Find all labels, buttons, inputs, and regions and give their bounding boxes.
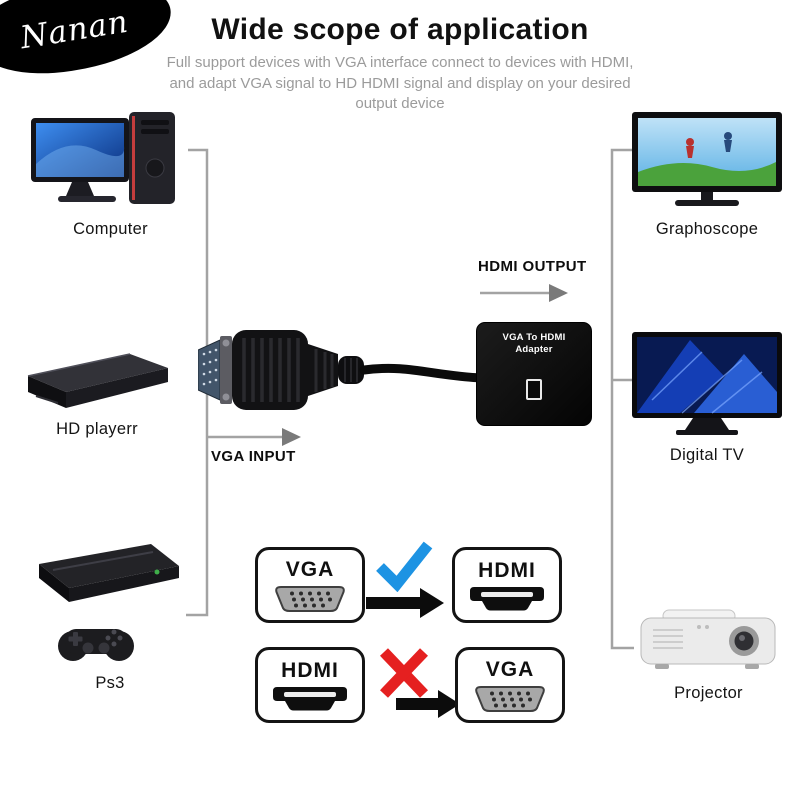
- device-label-digital-tv: Digital TV: [669, 446, 745, 464]
- adapter-label: VGA To HDMI Adapter: [502, 332, 566, 356]
- device-graphoscope: Graphoscope: [632, 112, 782, 239]
- device-digital-tv: Digital TV: [632, 332, 782, 465]
- badge-hdmi-source: HDMI: [255, 647, 365, 723]
- hd-player-illustration-icon: [27, 353, 168, 408]
- badge-vga-target: VGA: [455, 647, 565, 723]
- graphoscope-illustration-icon: [632, 112, 782, 206]
- cross-icon: [380, 648, 428, 698]
- device-label-computer: Computer: [73, 220, 148, 238]
- badge-hdmi-target: HDMI: [452, 547, 562, 623]
- badge-vga-source: VGA: [255, 547, 365, 623]
- vga-plug-cable-icon: [198, 330, 488, 410]
- right-arrow-icon: [366, 588, 444, 618]
- projector-illustration-icon: [640, 609, 775, 669]
- vga-connector-icon: [475, 685, 545, 712]
- device-label-ps3: Ps3: [95, 674, 125, 692]
- right-arrow-icon: [396, 690, 460, 718]
- digital-tv-illustration-icon: [632, 332, 782, 435]
- device-label-projector: Projector: [674, 684, 743, 702]
- device-projector: Projector: [636, 606, 781, 703]
- computer-illustration-icon: [30, 112, 175, 204]
- device-ps3: Ps3: [35, 528, 185, 693]
- page-subtitle: Full support devices with VGA interface …: [166, 54, 634, 113]
- vga-input-arrowhead-icon: [282, 428, 301, 446]
- badge-label: VGA: [485, 657, 535, 681]
- badge-label: HDMI: [281, 658, 339, 682]
- device-label-graphoscope: Graphoscope: [655, 220, 759, 238]
- check-icon: [376, 541, 433, 592]
- ps3-illustration-icon: [39, 544, 179, 661]
- device-hd-player: HD playerr: [22, 348, 172, 439]
- hdmi-output-arrowhead-icon: [549, 284, 568, 302]
- device-label-hd-player: HD playerr: [56, 420, 138, 438]
- vga-input-label: VGA INPUT: [211, 448, 296, 465]
- hdmi-port-icon: [526, 379, 542, 400]
- vga-to-hdmi-adapter: VGA To HDMI Adapter: [476, 322, 592, 426]
- device-computer: Computer: [28, 112, 193, 239]
- vga-connector-icon: [275, 585, 345, 612]
- hdmi-output-label: HDMI OUTPUT: [478, 258, 587, 275]
- badge-label: VGA: [285, 557, 335, 581]
- hdmi-connector-icon: [470, 586, 544, 610]
- badge-label: HDMI: [478, 558, 536, 582]
- page-title: Wide scope of application: [211, 13, 589, 46]
- hdmi-connector-icon: [273, 686, 347, 710]
